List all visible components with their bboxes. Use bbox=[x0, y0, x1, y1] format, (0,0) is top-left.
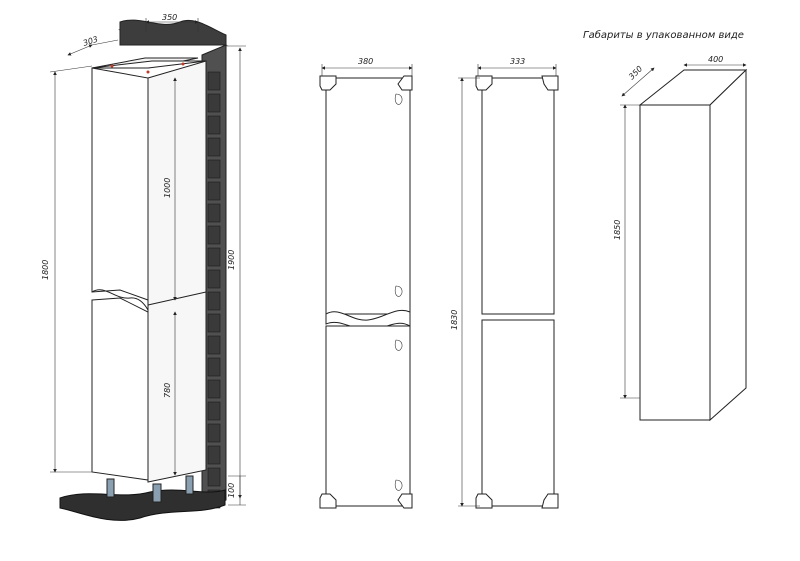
inner-view: 333 1830 bbox=[450, 57, 559, 509]
front-view: 380 bbox=[319, 57, 413, 509]
dim-height-100: 100 bbox=[227, 483, 236, 498]
leg bbox=[152, 483, 162, 503]
wall-tile bbox=[207, 203, 221, 223]
package-caption: Габариты в упакованном виде bbox=[583, 29, 744, 41]
cabinet-side bbox=[147, 60, 207, 483]
wall-tile bbox=[207, 335, 221, 355]
wall-tile bbox=[207, 401, 221, 421]
wall-tile bbox=[207, 71, 221, 91]
dim-package-height-1850: 1850 bbox=[613, 220, 622, 240]
wall-tile bbox=[207, 445, 221, 465]
wall-tile bbox=[207, 115, 221, 135]
dim-height-1830: 1830 bbox=[450, 310, 459, 330]
dim-height-780: 780 bbox=[163, 383, 172, 398]
dim-width-350: 350 bbox=[162, 13, 177, 22]
wall-tile bbox=[207, 181, 221, 201]
wall-tile bbox=[207, 423, 221, 443]
wall-tile bbox=[207, 93, 221, 113]
inner-upper-panel bbox=[481, 77, 555, 315]
cabinet-front-lower bbox=[91, 297, 149, 481]
leg bbox=[106, 478, 115, 498]
floor-tiles bbox=[59, 489, 226, 521]
wall-tile bbox=[207, 291, 221, 311]
wall-tile bbox=[207, 247, 221, 267]
inner-lower-panel bbox=[481, 319, 555, 507]
front-upper-panel bbox=[325, 77, 411, 315]
isometric-view: 350 303 1800 1000 780 1900 100 bbox=[41, 13, 246, 521]
dim-width-380: 380 bbox=[358, 57, 373, 66]
wall-tile bbox=[207, 357, 221, 377]
inner-brackets bbox=[475, 75, 559, 509]
wall-tile bbox=[207, 379, 221, 399]
front-lower-panel bbox=[325, 325, 411, 507]
wall-tile bbox=[207, 137, 221, 157]
wall-tile bbox=[207, 225, 221, 245]
dim-height-1800: 1800 bbox=[41, 260, 50, 280]
package-side bbox=[709, 68, 747, 422]
dim-height-1000: 1000 bbox=[163, 178, 172, 198]
leg bbox=[185, 475, 194, 495]
package-front bbox=[639, 104, 711, 421]
wall-tile bbox=[207, 269, 221, 289]
dim-width-333: 333 bbox=[510, 57, 525, 66]
hinge-brackets bbox=[319, 75, 413, 509]
dim-height-1900: 1900 bbox=[227, 250, 236, 270]
package-view: Габариты в упакованном виде 400 350 1850 bbox=[583, 29, 748, 422]
wall-tile bbox=[207, 313, 221, 333]
dim-depth-303: 303 bbox=[82, 35, 99, 48]
door-handle-curve bbox=[91, 289, 149, 311]
cabinet-front-upper bbox=[91, 67, 149, 301]
wall-tiles bbox=[118, 19, 228, 511]
dim-package-width-400: 400 bbox=[708, 55, 723, 64]
wall-tile bbox=[207, 467, 221, 487]
wall-tile bbox=[207, 159, 221, 179]
